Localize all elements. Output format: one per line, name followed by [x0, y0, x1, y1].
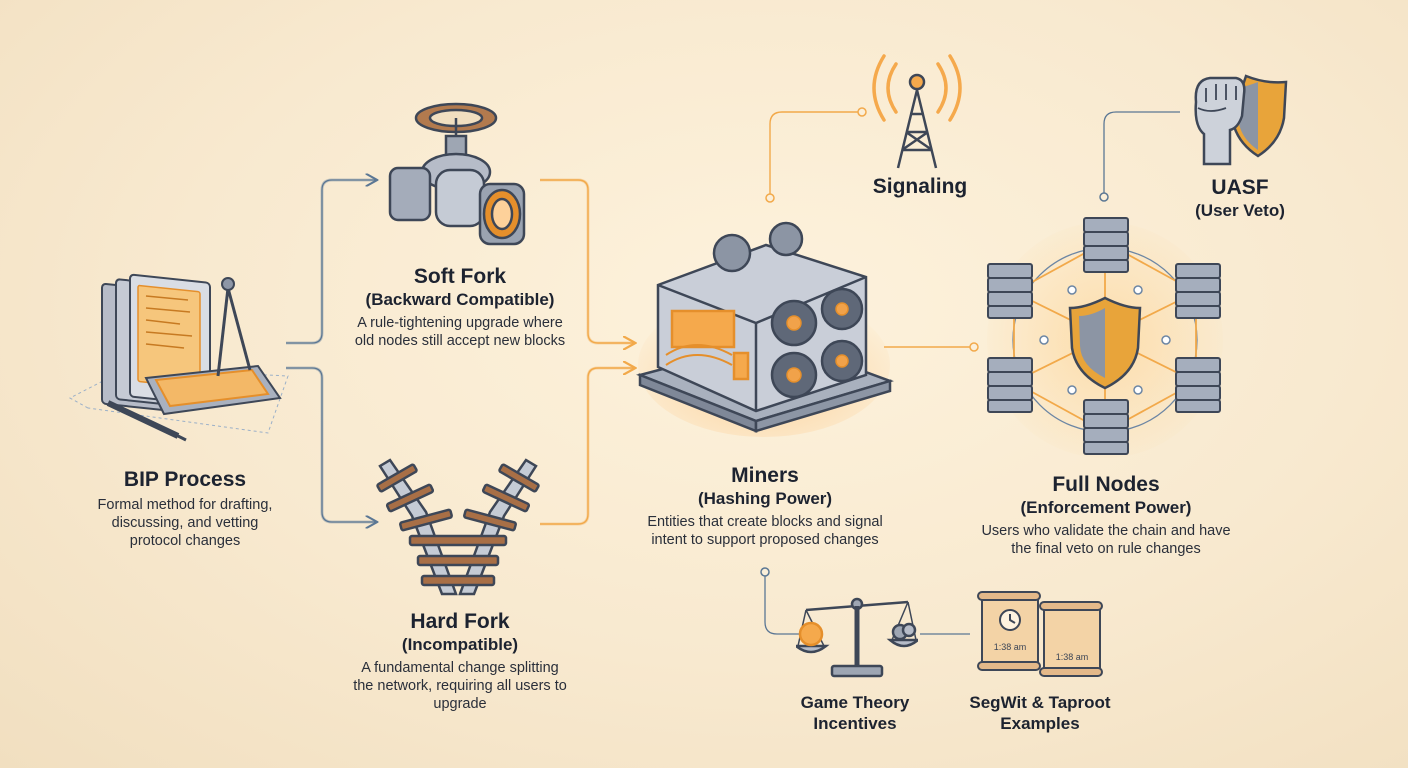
scrolls-icon: 1:38 am 1:38 am — [977, 591, 1103, 677]
scroll-time-1: 1:38 am — [994, 642, 1027, 652]
scroll-time-2: 1:38 am — [1056, 652, 1089, 662]
hard-fork-label: Hard Fork (Incompatible) A fundamental c… — [340, 610, 580, 713]
mining-rig-icon — [636, 221, 894, 437]
signaling-title: Signaling — [872, 175, 968, 198]
game-theory-title: Game Theory Incentives — [800, 693, 910, 733]
link-miners-signaling — [769, 111, 860, 196]
hard-fork-subtitle: (Incompatible) — [401, 635, 519, 654]
uasf-subtitle: (User Veto) — [1195, 201, 1285, 220]
hard-fork-desc: A fundamental change splitting the netwo… — [353, 660, 567, 712]
miners-subtitle: (Hashing Power) — [697, 489, 833, 508]
full-nodes-label: Full Nodes (Enforcement Power) Users who… — [966, 473, 1246, 558]
game-theory-label: Game Theory Incentives — [780, 692, 930, 734]
signaling-label: Signaling — [850, 175, 990, 199]
hard-fork-title: Hard Fork — [410, 610, 510, 633]
soft-fork-label: Soft Fork (Backward Compatible) A rule-t… — [340, 265, 580, 350]
miners-desc: Entities that create blocks and signal i… — [647, 514, 883, 548]
document-blueprint-icon — [68, 273, 289, 442]
valve-icon — [388, 102, 526, 246]
uasf-label: UASF (User Veto) — [1160, 176, 1320, 221]
signal-tower-icon — [872, 54, 962, 169]
link-miners-gametheory — [764, 574, 800, 635]
balance-scale-icon — [796, 597, 918, 678]
full-nodes-title: Full Nodes — [1052, 473, 1160, 496]
soft-fork-subtitle: (Backward Compatible) — [365, 290, 555, 309]
link-hardfork-miners — [540, 366, 634, 526]
node-network-icon — [987, 217, 1223, 458]
uasf-title: UASF — [1211, 176, 1269, 199]
bip-process-title: BIP Process — [123, 468, 247, 491]
bip-process-label: BIP Process Formal method for drafting, … — [70, 468, 300, 550]
segwit-title: SegWit & Taproot Examples — [969, 693, 1111, 733]
fist-shield-icon — [1194, 74, 1288, 166]
miners-label: Miners (Hashing Power) Entities that cre… — [630, 464, 900, 549]
bip-process-desc: Formal method for drafting, discussing, … — [97, 497, 273, 549]
segwit-label: SegWit & Taproot Examples — [960, 692, 1120, 734]
soft-fork-title: Soft Fork — [413, 265, 507, 288]
full-nodes-desc: Users who validate the chain and have th… — [981, 523, 1231, 557]
miners-title: Miners — [731, 464, 799, 487]
full-nodes-subtitle: (Enforcement Power) — [1020, 498, 1192, 517]
soft-fork-desc: A rule-tightening upgrade where old node… — [354, 315, 566, 349]
link-nodes-uasf — [1103, 111, 1180, 195]
railroad-split-icon — [376, 458, 540, 596]
